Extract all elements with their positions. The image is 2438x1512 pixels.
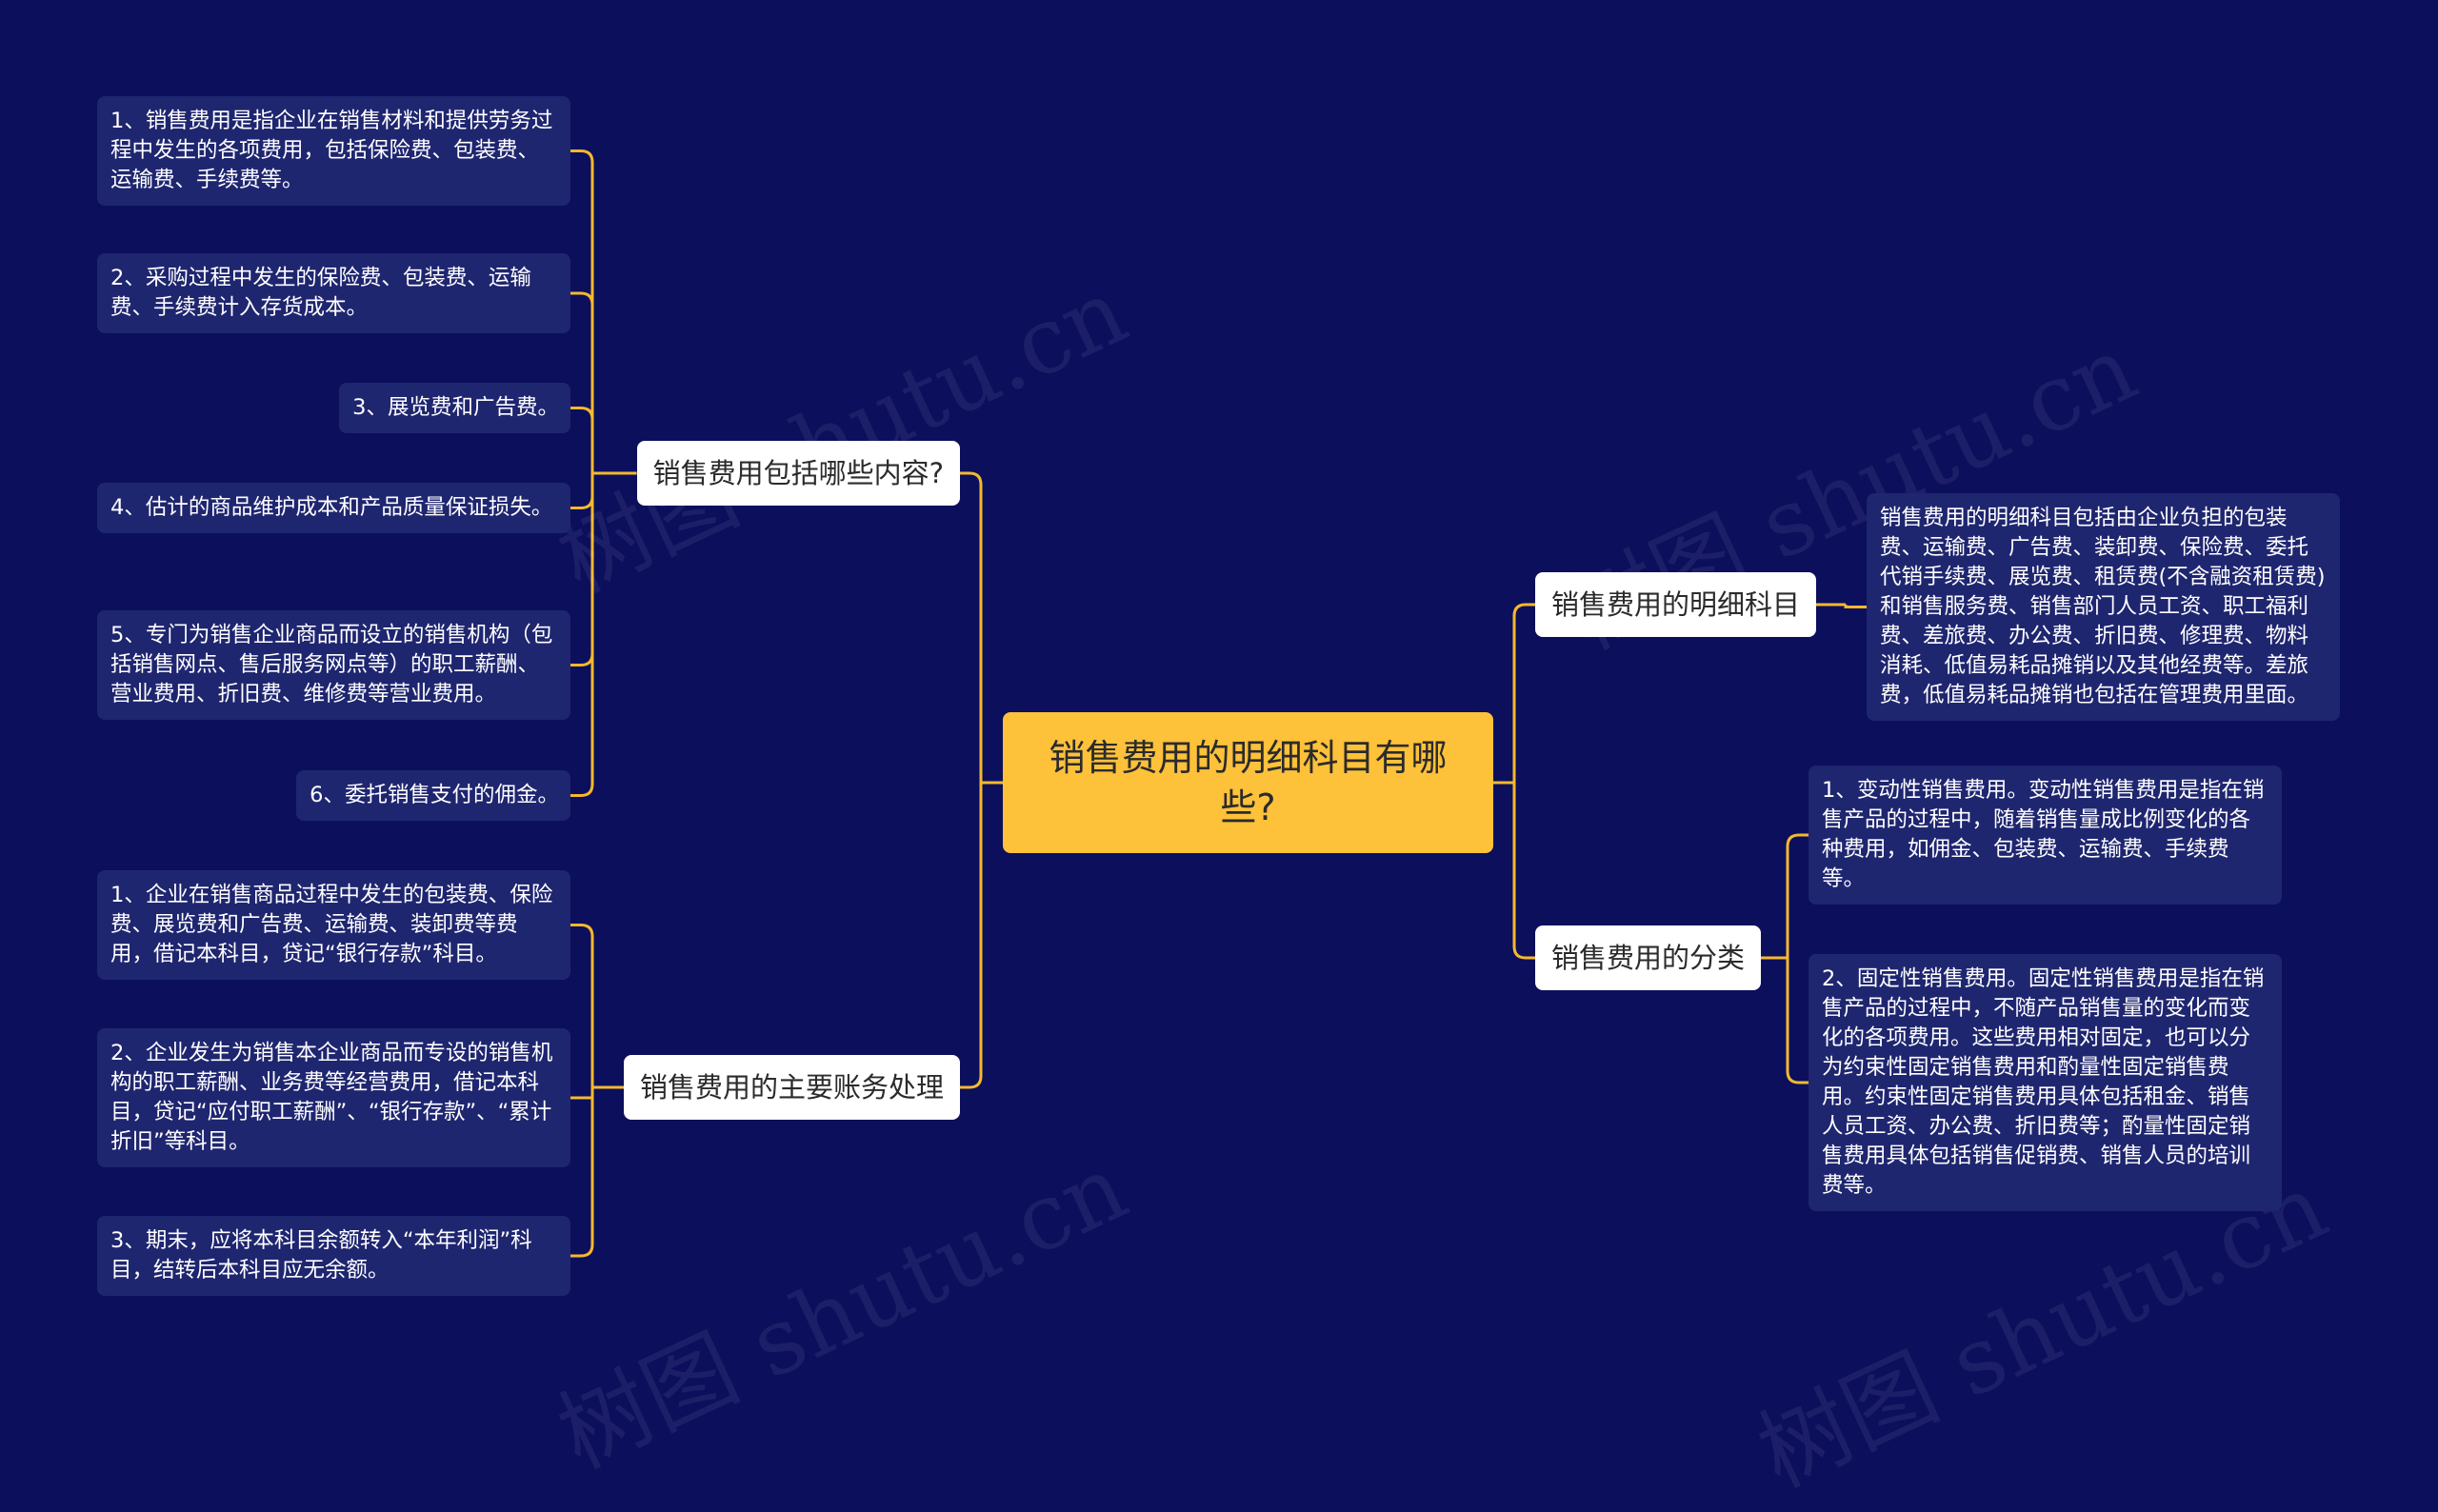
leaf-text: 3、期末，应将本科目余额转入“本年利润”科目，结转后本科目应无余额。	[110, 1228, 532, 1283]
branch-label: 销售费用的明细科目	[1551, 588, 1801, 621]
leaf-node[interactable]: 3、展览费和广告费。	[339, 383, 570, 433]
leaf-text: 1、销售费用是指企业在销售材料和提供劳务过程中发生的各项费用，包括保险费、包装费…	[110, 109, 553, 192]
leaf-node[interactable]: 3、期末，应将本科目余额转入“本年利润”科目，结转后本科目应无余额。	[97, 1216, 570, 1296]
connector-line	[1786, 833, 1809, 958]
connector-line	[960, 471, 983, 783]
connector-line	[570, 291, 594, 473]
branch-label: 销售费用包括哪些内容?	[652, 457, 944, 489]
leaf-node[interactable]: 1、企业在销售商品过程中发生的包装费、保险费、展览费和广告费、运输费、装卸费等费…	[97, 870, 570, 980]
leaf-node[interactable]: 1、变动性销售费用。变动性销售费用是指在销售产品的过程中，随着销售量成比例变化的…	[1809, 766, 2282, 905]
connector-lines	[570, 149, 1867, 1258]
connector-line	[1844, 605, 1867, 608]
leaf-node[interactable]: 销售费用的明细科目包括由企业负担的包装费、运输费、广告费、装卸费、保险费、委托代…	[1867, 493, 2340, 721]
root-topic-label: 销售费用的明细科目有哪些?	[1049, 737, 1448, 828]
leaf-node[interactable]: 1、销售费用是指企业在销售材料和提供劳务过程中发生的各项费用，包括保险费、包装费…	[97, 96, 570, 206]
connector-line	[570, 924, 594, 1087]
connector-line	[570, 407, 594, 473]
leaf-text: 2、采购过程中发生的保险费、包装费、运输费、手续费计入存货成本。	[110, 266, 531, 320]
leaf-node[interactable]: 4、估计的商品维护成本和产品质量保证损失。	[97, 483, 570, 533]
leaf-text: 3、展览费和广告费。	[352, 395, 559, 420]
branch-accounting[interactable]: 销售费用的主要账务处理	[623, 1055, 960, 1120]
leaf-text: 2、固定性销售费用。固定性销售费用是指在销售产品的过程中，不随产品销售量的变化而…	[1822, 966, 2265, 1198]
leaf-node[interactable]: 2、企业发生为销售本企业商品而专设的销售机构的职工薪酬、业务费等经营费用，借记本…	[97, 1028, 570, 1167]
connector-line	[570, 1087, 594, 1258]
connector-line	[1512, 783, 1535, 960]
branch-label: 销售费用的主要账务处理	[639, 1071, 944, 1104]
connector-line	[570, 473, 594, 797]
branch-contents[interactable]: 销售费用包括哪些内容?	[636, 441, 960, 506]
branch-detail-accounts[interactable]: 销售费用的明细科目	[1535, 572, 1817, 637]
leaf-node[interactable]: 2、采购过程中发生的保险费、包装费、运输费、手续费计入存货成本。	[97, 253, 570, 333]
leaf-text: 1、变动性销售费用。变动性销售费用是指在销售产品的过程中，随着销售量成比例变化的…	[1822, 778, 2265, 891]
connector-line	[1786, 958, 1809, 1084]
leaf-node[interactable]: 6、委托销售支付的佣金。	[296, 770, 570, 821]
connector-line	[1512, 603, 1535, 783]
leaf-text: 5、专门为销售企业商品而设立的销售机构（包括销售网点、售后服务网点等）的职工薪酬…	[110, 623, 553, 706]
leaf-text: 1、企业在销售商品过程中发生的包装费、保险费、展览费和广告费、运输费、装卸费等费…	[110, 883, 553, 966]
connector-line	[570, 1087, 594, 1100]
root-topic[interactable]: 销售费用的明细科目有哪些?	[1003, 712, 1493, 853]
leaf-text: 6、委托销售支付的佣金。	[310, 783, 559, 807]
leaf-node[interactable]: 2、固定性销售费用。固定性销售费用是指在销售产品的过程中，不随产品销售量的变化而…	[1809, 954, 2282, 1211]
mind-map-canvas: 树图 shutu.cn 树图 shutu.cn 树图 shutu.cn 树图 s…	[97, 96, 2342, 1508]
branch-label: 销售费用的分类	[1551, 942, 1746, 974]
connector-line	[570, 149, 594, 473]
connector-line	[960, 783, 983, 1089]
branch-classification[interactable]: 销售费用的分类	[1535, 925, 1762, 990]
leaf-text: 2、企业发生为销售本企业商品而专设的销售机构的职工薪酬、业务费等经营费用，借记本…	[110, 1041, 553, 1154]
leaf-node[interactable]: 5、专门为销售企业商品而设立的销售机构（包括销售网点、售后服务网点等）的职工薪酬…	[97, 610, 570, 720]
leaf-text: 4、估计的商品维护成本和产品质量保证损失。	[110, 495, 553, 520]
leaf-text: 销售费用的明细科目包括由企业负担的包装费、运输费、广告费、装卸费、保险费、委托代…	[1880, 506, 2326, 707]
